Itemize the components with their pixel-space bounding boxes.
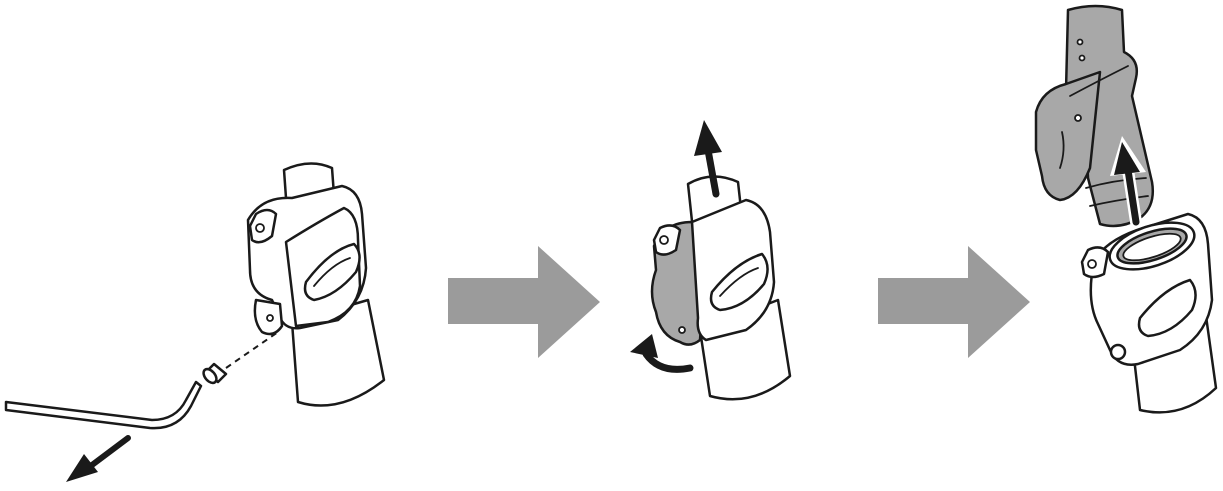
screw-path-dash [226, 332, 278, 368]
step-1-panel [6, 163, 384, 482]
screw-icon [201, 364, 226, 385]
hex-key-icon [6, 382, 201, 428]
step-3-panel [1036, 6, 1216, 412]
transition-arrow-2 [878, 246, 1030, 358]
step-2-clamp [652, 200, 774, 345]
transition-arrow-1 [448, 246, 600, 358]
step-2-panel [630, 120, 790, 399]
step-1-clamp [248, 186, 366, 334]
removal-arrow-icon [66, 438, 128, 482]
